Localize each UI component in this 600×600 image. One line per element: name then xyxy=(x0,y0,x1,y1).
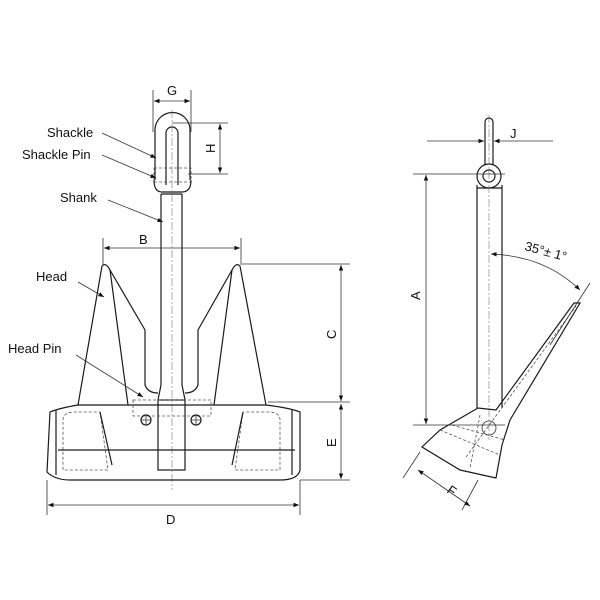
dim-a: A xyxy=(408,291,423,300)
dim-b: B xyxy=(139,232,148,247)
head-pin xyxy=(132,399,212,417)
shank xyxy=(157,193,186,401)
label-shackle-pin: Shackle Pin xyxy=(22,147,91,162)
dim-e: E xyxy=(324,438,339,447)
dim-d: D xyxy=(166,512,175,527)
dim-g: G xyxy=(167,83,177,98)
front-view xyxy=(46,90,350,515)
dim-c: C xyxy=(324,330,339,339)
shackle xyxy=(154,111,191,180)
side-fluke xyxy=(421,302,582,479)
shackle-pin xyxy=(153,167,192,183)
head xyxy=(101,264,241,394)
dim-h: H xyxy=(203,144,218,153)
dim-j: J xyxy=(510,126,517,141)
label-shackle: Shackle xyxy=(47,125,93,140)
side-view xyxy=(402,115,591,511)
label-head: Head xyxy=(36,269,67,284)
side-shank xyxy=(476,185,503,408)
dim-f: F xyxy=(444,482,459,499)
label-shank: Shank xyxy=(60,190,97,205)
label-head-pin: Head Pin xyxy=(8,341,61,356)
